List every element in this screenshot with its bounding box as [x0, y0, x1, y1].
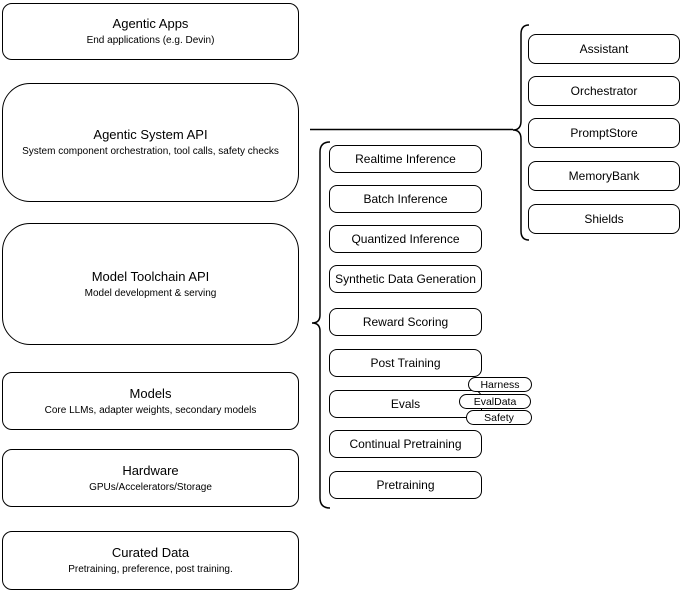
- node-realtime-inference: Realtime Inference: [329, 145, 482, 173]
- tag-harness: Harness: [468, 377, 532, 392]
- node-subtitle: Core LLMs, adapter weights, secondary mo…: [44, 404, 257, 416]
- node-assistant: Assistant: [528, 34, 680, 64]
- node-continual-pretraining: Continual Pretraining: [329, 430, 482, 458]
- node-models: Models Core LLMs, adapter weights, secon…: [2, 372, 299, 430]
- node-subtitle: End applications (e.g. Devin): [86, 35, 215, 46]
- node-title: Curated Data: [111, 545, 190, 560]
- node-reward-scoring: Reward Scoring: [329, 308, 482, 336]
- node-promptstore: PromptStore: [528, 118, 680, 148]
- node-shields: Shields: [528, 204, 680, 234]
- node-subtitle: GPUs/Accelerators/Storage: [89, 481, 212, 493]
- node-title: Agentic Apps: [112, 16, 189, 31]
- node-synthetic-data-generation: Synthetic Data Generation: [329, 265, 482, 293]
- node-subtitle: Pretraining, preference, post training.: [68, 564, 233, 575]
- node-quantized-inference: Quantized Inference: [329, 225, 482, 253]
- tag-safety: Safety: [466, 410, 532, 425]
- node-model-toolchain-api: Model Toolchain API Model development & …: [2, 223, 299, 345]
- tag-evaldata: EvalData: [459, 394, 531, 409]
- node-agentic-apps: Agentic Apps End applications (e.g. Devi…: [2, 3, 299, 60]
- node-orchestrator: Orchestrator: [528, 76, 680, 106]
- toolchain-brace: [311, 141, 331, 509]
- node-post-training: Post Training: [329, 349, 482, 377]
- node-pretraining: Pretraining: [329, 471, 482, 499]
- node-batch-inference: Batch Inference: [329, 185, 482, 213]
- node-title: Hardware: [122, 462, 179, 478]
- node-evals: Evals: [329, 390, 482, 418]
- node-title: Agentic System API: [93, 127, 208, 142]
- node-subtitle: System component orchestration, tool cal…: [22, 146, 279, 157]
- node-title: Model Toolchain API: [91, 268, 210, 284]
- system-components-brace: [512, 24, 530, 241]
- node-curated-data: Curated Data Pretraining, preference, po…: [2, 531, 299, 590]
- node-subtitle: Model development & serving: [84, 287, 217, 299]
- node-agentic-system-api: Agentic System API System component orch…: [2, 83, 299, 202]
- node-title: Models: [129, 385, 172, 401]
- node-hardware: Hardware GPUs/Accelerators/Storage: [2, 449, 299, 507]
- node-memorybank: MemoryBank: [528, 161, 680, 191]
